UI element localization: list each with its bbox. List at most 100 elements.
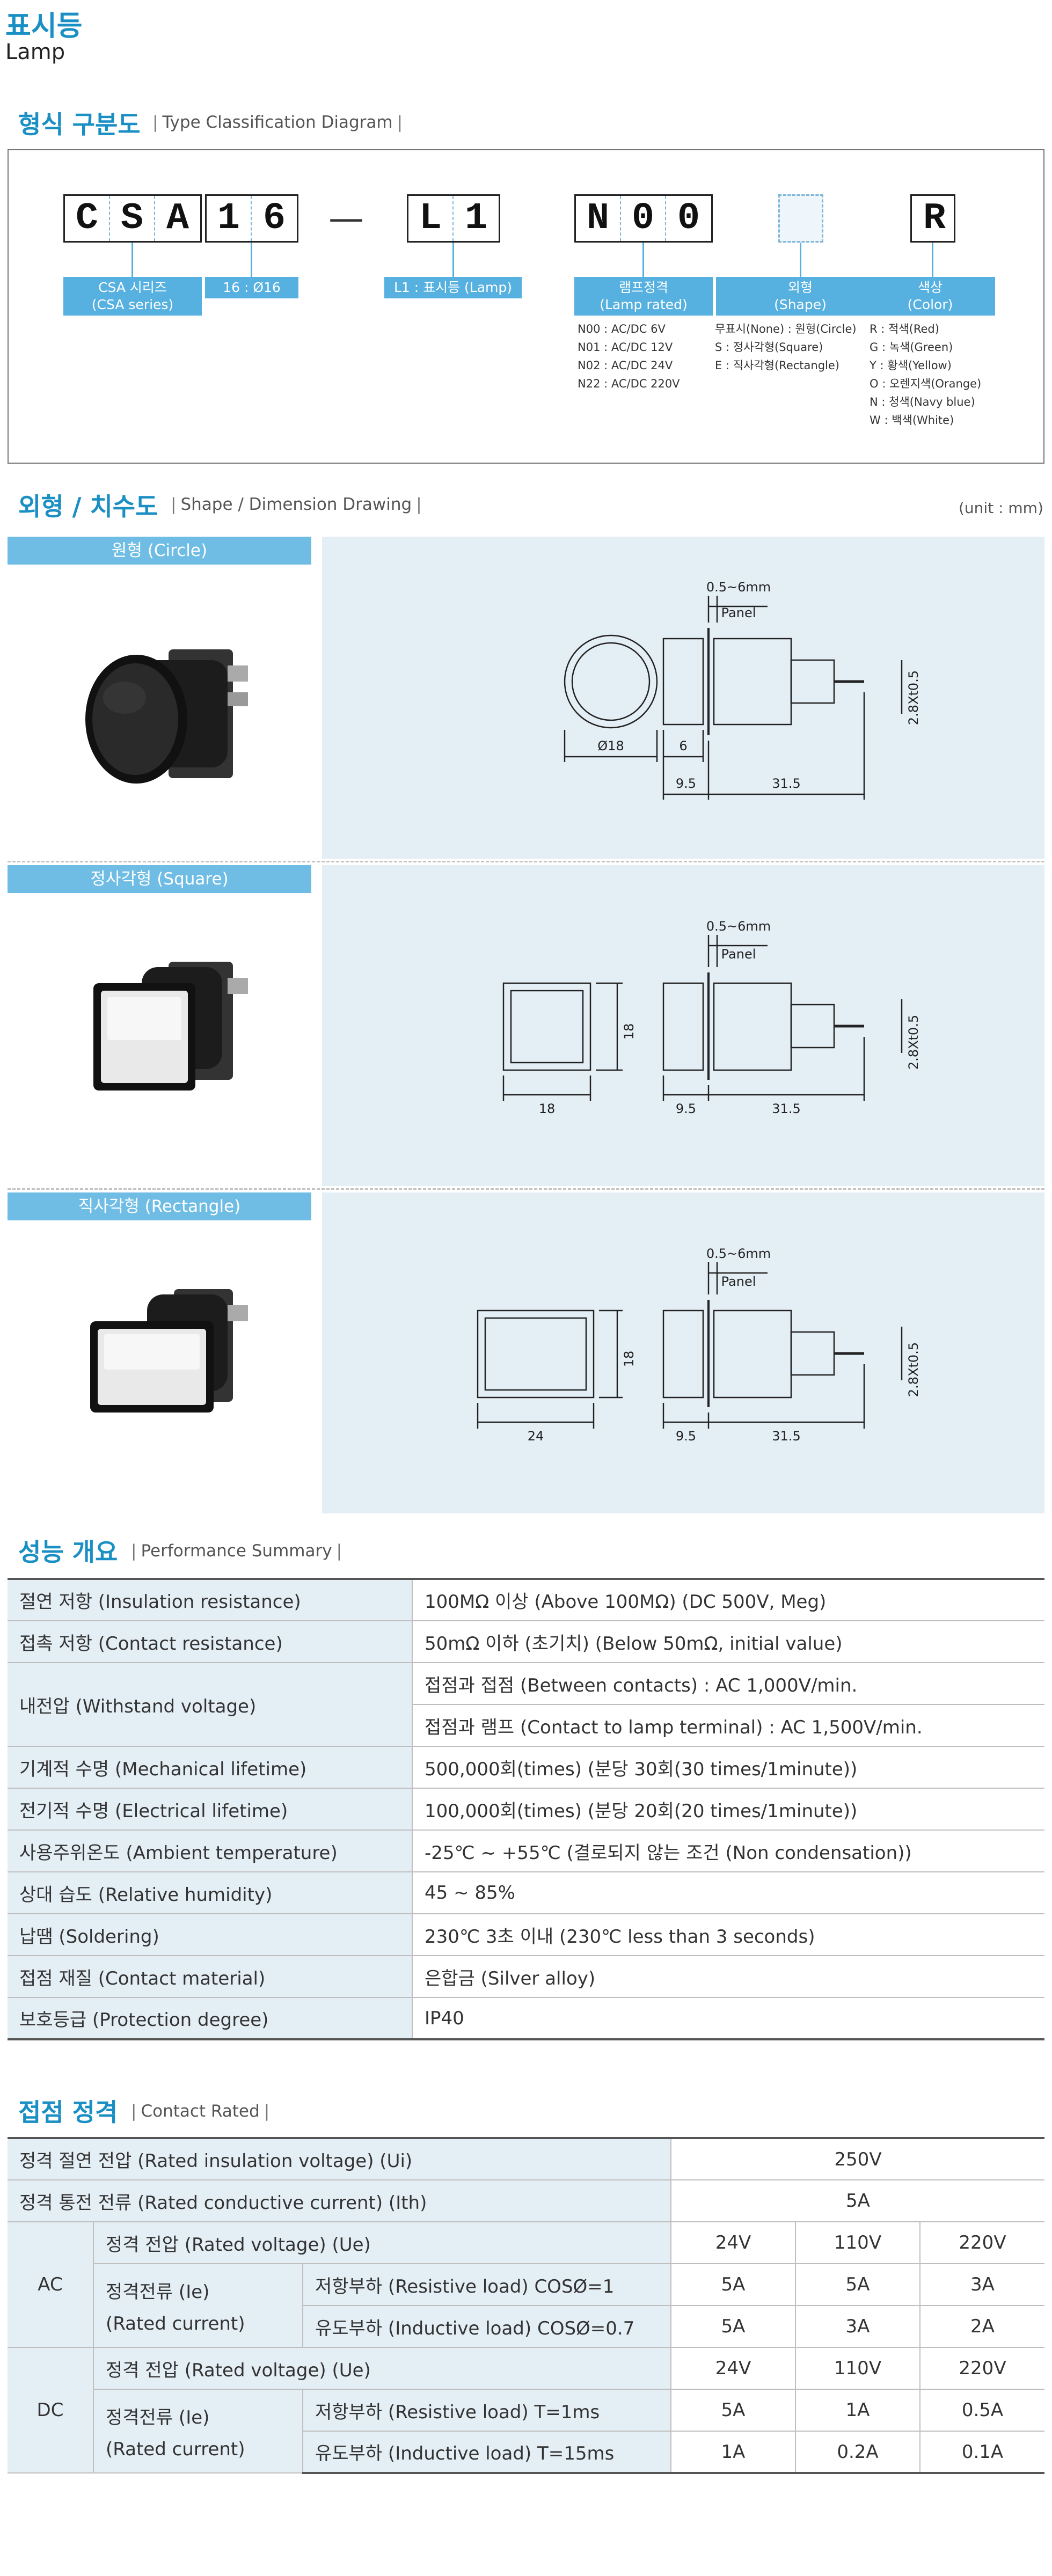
- shape-tab-circle: 원형 (Circle): [8, 537, 311, 565]
- code-char: 0: [677, 197, 700, 240]
- connector-line: [251, 243, 252, 277]
- load-value: 5A: [670, 2263, 796, 2306]
- list-item: S : 정사각형(Square): [715, 341, 823, 354]
- connector-line: [642, 243, 644, 277]
- lamp-lens: [92, 663, 178, 775]
- lamp-terminal: [225, 692, 248, 706]
- connector-line: [932, 243, 933, 277]
- front-inner: [510, 990, 584, 1064]
- list-item: 무표시(None) : 원형(Circle): [715, 323, 857, 335]
- dimension-subtitle: |Shape / Dimension Drawing|: [171, 495, 422, 514]
- voltage-value: 110V: [795, 2347, 920, 2390]
- tag-shape: 외형 (Shape): [716, 277, 885, 316]
- rating-list: N00 : AC/DC 6V N01 : AC/DC 12V N02 : AC/…: [578, 320, 680, 393]
- panel-divider: [8, 1188, 1044, 1190]
- voltage-value: 110V: [795, 2221, 920, 2264]
- lamp-terminal: [228, 1305, 248, 1321]
- dim-front-label: 9.5: [676, 776, 696, 791]
- row-label: 기계적 수명 (Mechanical lifetime): [8, 1746, 413, 1789]
- code-char: N: [576, 196, 621, 241]
- contact-rated-table: 정격 절연 전압 (Rated insulation voltage) (Ui)…: [8, 2137, 1044, 2474]
- side-cap: [662, 1309, 704, 1399]
- table-row: 정격 절연 전압 (Rated insulation voltage) (Ui)…: [8, 2137, 1044, 2180]
- panel-label: Panel: [721, 605, 756, 620]
- shape-panel-rectangle: 직사각형 (Rectangle): [8, 1192, 1044, 1513]
- load-label: 저항부하 (Resistive load) COSØ=1: [302, 2263, 671, 2306]
- load-value: 5A: [670, 2305, 796, 2348]
- voltage-label: 정격 전압 (Rated voltage) (Ue): [93, 2221, 671, 2264]
- load-label: 유도부하 (Inductive load) T=15ms: [303, 2431, 671, 2474]
- shape-panel-circle: 원형 (Circle): [8, 537, 1044, 859]
- front-outline: [564, 634, 658, 729]
- performance-title: 성능 개요: [18, 1538, 118, 1567]
- row-label: 절연 저항 (Insulation resistance): [8, 1578, 413, 1621]
- side-rear: [790, 659, 835, 704]
- row-value: -25℃ ~ +55℃ (결로되지 않는 조건 (Non condensatio…: [412, 1829, 1044, 1872]
- list-item: N : 청색(Navy blue): [870, 396, 975, 408]
- table-row: 전기적 수명 (Electrical lifetime) 100,000회(ti…: [8, 1788, 1044, 1831]
- dim-height-label: 18: [622, 1351, 637, 1367]
- side-cap: [662, 638, 704, 726]
- code-char: C: [65, 196, 110, 241]
- performance-table: 절연 저항 (Insulation resistance) 100MΩ 이상 (…: [8, 1578, 1044, 2040]
- square-dimension-drawing: 18 18 9.5 31.5 0.5~6mm Panel 2.8Xt0.5: [502, 919, 921, 1116]
- voltage-value: 220V: [919, 2221, 1044, 2264]
- table-row: 접점과 램프 (Contact to lamp terminal) : AC 1…: [8, 1704, 1044, 1747]
- load-value: 3A: [795, 2305, 920, 2348]
- contact-subtitle: |Contact Rated|: [131, 2102, 270, 2121]
- list-item: N00 : AC/DC 6V: [578, 323, 666, 335]
- rectangle-lamp-photo: [90, 1289, 248, 1413]
- table-row: 정격 통전 전류 (Rated conductive current) (Ith…: [8, 2179, 1044, 2222]
- front-outline: [477, 1309, 595, 1399]
- lamp-highlight: [103, 682, 146, 714]
- list-item: N22 : AC/DC 220V: [578, 377, 680, 390]
- table-row: 유도부하 (Inductive load) COSØ=0.7 5A 3A 2A: [8, 2305, 1044, 2348]
- code-dash: —: [328, 197, 364, 239]
- load-label: 저항부하 (Resistive load) T=1ms: [302, 2389, 671, 2432]
- side-body: [713, 1309, 792, 1399]
- code-char: L: [408, 196, 454, 241]
- terminal-label: 2.8Xt0.5: [906, 1342, 921, 1397]
- code-char: 0: [621, 196, 666, 241]
- shape-panel-square: 정사각형 (Square): [8, 865, 1044, 1186]
- tag-rating: 램프정격 (Lamp rated): [574, 277, 713, 316]
- table-row: 보호등급 (Protection degree) IP40: [8, 1997, 1044, 2040]
- dim-flange-label: 6: [679, 738, 687, 753]
- row-label: 전기적 수명 (Electrical lifetime): [8, 1788, 413, 1831]
- panel-divider: [8, 861, 1044, 862]
- load-value: 0.5A: [919, 2389, 1044, 2432]
- side-rear: [790, 1331, 835, 1376]
- dim-front-label: 9.5: [676, 1101, 696, 1116]
- list-item: R : 적색(Red): [870, 323, 939, 335]
- tag-type: L1 : 표시등 (Lamp): [384, 277, 522, 298]
- circle-lamp-photo: [85, 649, 248, 784]
- row-label: 상대 습도 (Relative humidity): [8, 1871, 413, 1914]
- front-inner: [484, 1317, 587, 1391]
- voltage-value: 24V: [670, 2221, 796, 2264]
- dim-body-label: 31.5: [772, 1429, 800, 1444]
- load-value: 2A: [919, 2305, 1044, 2348]
- table-row: 사용주위온도 (Ambient temperature) -25℃ ~ +55℃…: [8, 1829, 1044, 1872]
- list-item: N02 : AC/DC 24V: [578, 359, 673, 372]
- list-item: W : 백색(White): [870, 414, 954, 427]
- panel-label: Panel: [721, 947, 756, 962]
- lamp-highlight: [104, 1334, 200, 1370]
- list-item: G : 녹색(Green): [870, 341, 953, 354]
- insulation-label: 정격 절연 전압 (Rated insulation voltage) (Ui): [8, 2137, 671, 2180]
- conductive-label: 정격 통전 전류 (Rated conductive current) (Ith…: [8, 2179, 671, 2222]
- current-label: 정격전류 (Ie) (Rated current): [93, 2389, 303, 2473]
- row-value: 접점과 램프 (Contact to lamp terminal) : AC 1…: [412, 1704, 1044, 1747]
- panel-range-label: 0.5~6mm: [706, 1246, 771, 1261]
- load-label: 유도부하 (Inductive load) COSØ=0.7: [303, 2305, 671, 2348]
- row-label: 납땜 (Soldering): [8, 1913, 413, 1956]
- panel-range-label: 0.5~6mm: [706, 580, 771, 595]
- table-row: 상대 습도 (Relative humidity) 45 ~ 85%: [8, 1871, 1044, 1914]
- row-label: 사용주위온도 (Ambient temperature): [8, 1829, 413, 1872]
- row-value: 50mΩ 이하 (초기치) (Below 50mΩ, initial value…: [412, 1620, 1044, 1663]
- table-row: 유도부하 (Inductive load) T=15ms 1A 0.2A 0.1…: [8, 2431, 1044, 2474]
- dim-width-label: 24: [528, 1429, 544, 1444]
